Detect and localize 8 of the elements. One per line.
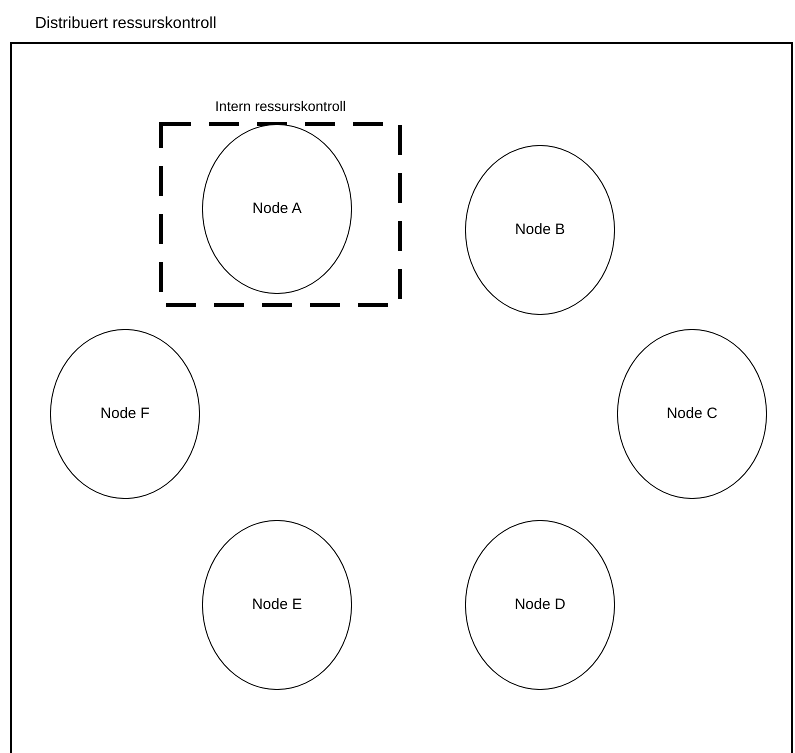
boundary-label: Intern ressurskontroll bbox=[214, 97, 347, 116]
node-label: Node A bbox=[252, 198, 302, 219]
node-label: Node C bbox=[666, 404, 718, 424]
node-label: Node D bbox=[514, 594, 566, 615]
node-label: Node E bbox=[252, 594, 302, 615]
frame-title: Distribuert ressurskontroll bbox=[35, 14, 216, 34]
node-label: Node F bbox=[100, 404, 150, 424]
node-label: Node B bbox=[514, 220, 566, 240]
